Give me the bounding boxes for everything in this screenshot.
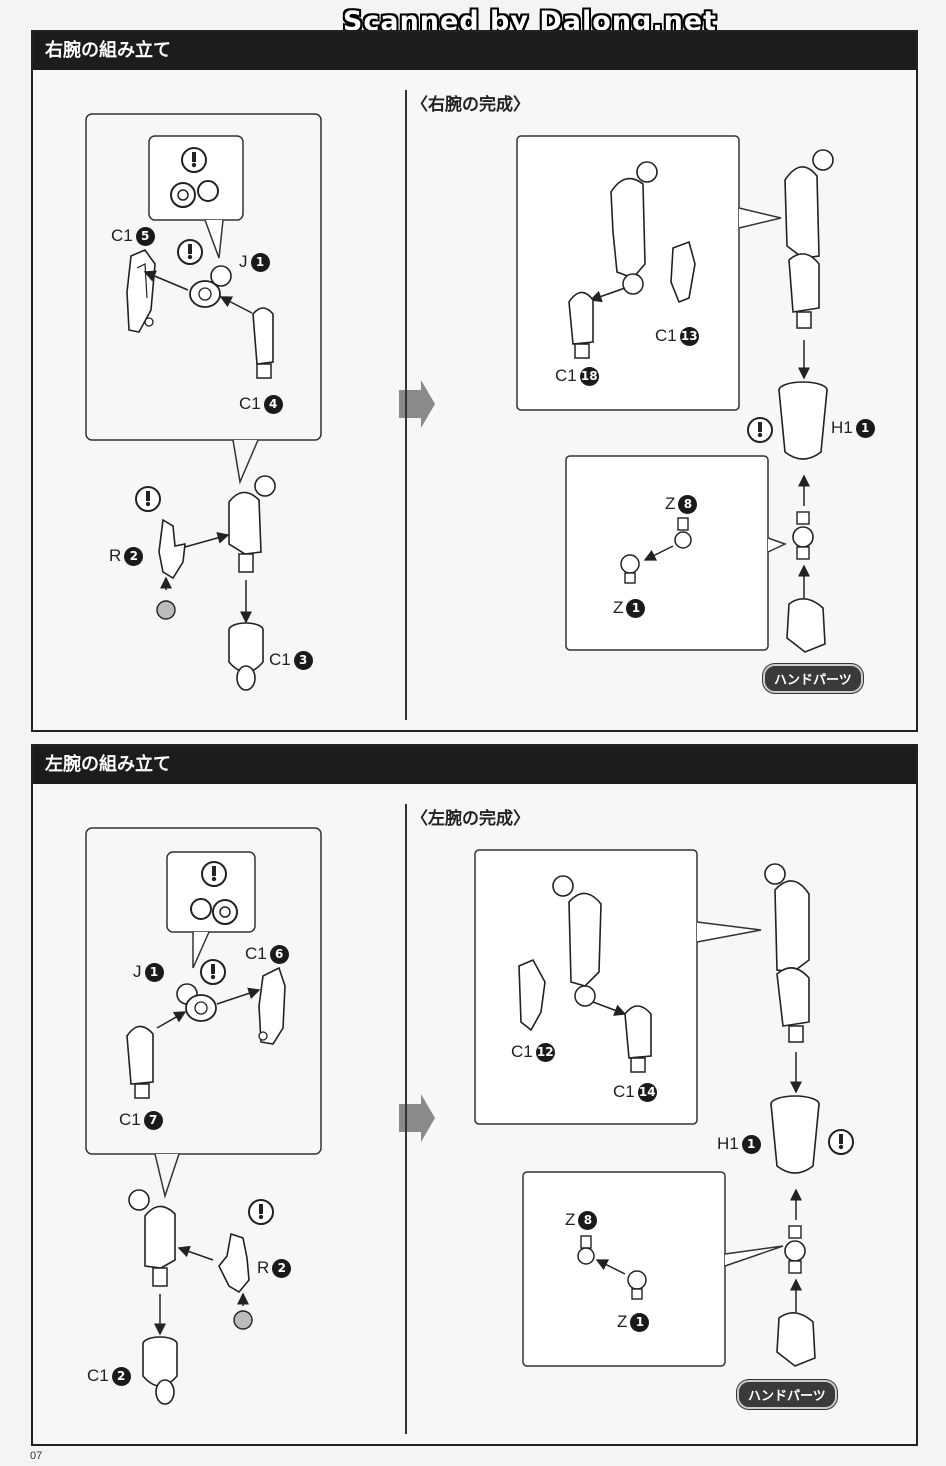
exclamation-icon [828, 1129, 854, 1155]
detail-box [85, 827, 322, 1155]
section-title: 左腕の組み立て [33, 746, 916, 784]
right-arm-section: 右腕の組み立て [31, 30, 918, 732]
hand-parts-badge: ハンドパーツ [763, 664, 863, 693]
panel-divider [405, 90, 407, 720]
left-arm-diagram [85, 827, 854, 1405]
exclamation-icon [747, 417, 773, 443]
completion-heading: 〈左腕の完成〉 [411, 809, 530, 829]
section-title: 右腕の組み立て [33, 32, 916, 70]
exclamation-icon [177, 239, 203, 265]
exclamation-icon [201, 861, 227, 887]
exclamation-icon [135, 486, 161, 512]
left-arm-section: 左腕の組み立て [31, 744, 918, 1446]
step-arrow-icon [399, 380, 435, 428]
exclamation-icon [248, 1199, 274, 1225]
page-number: 07 [30, 1450, 43, 1462]
detail-box [85, 113, 322, 441]
exclamation-icon [200, 959, 226, 985]
completion-heading: 〈右腕の完成〉 [411, 95, 530, 115]
hand-parts-badge: ハンドパーツ [737, 1380, 837, 1409]
step-arrow-icon [399, 1094, 435, 1142]
joint-box [565, 455, 769, 651]
right-arm-diagram [85, 113, 834, 691]
callout-bubble [166, 851, 256, 933]
joint-box [522, 1171, 726, 1367]
panel-divider [405, 804, 407, 1434]
exclamation-icon [181, 147, 207, 173]
